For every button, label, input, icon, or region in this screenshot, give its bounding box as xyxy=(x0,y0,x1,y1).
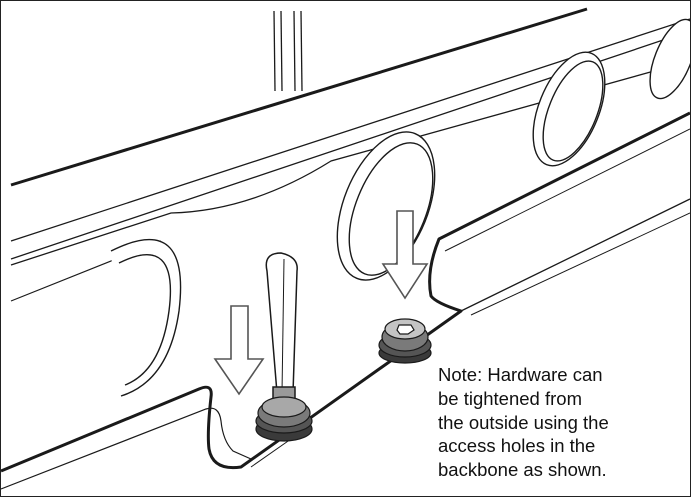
screw-left xyxy=(255,396,313,442)
screw-right xyxy=(378,318,432,364)
down-arrow-left xyxy=(213,305,265,396)
note-text: Note: Hardware can be tightened from the… xyxy=(438,364,609,481)
vertical-bracket xyxy=(273,10,303,92)
backbone-panel xyxy=(1,60,690,490)
down-arrow-right xyxy=(381,210,429,300)
hex-key xyxy=(265,252,298,406)
